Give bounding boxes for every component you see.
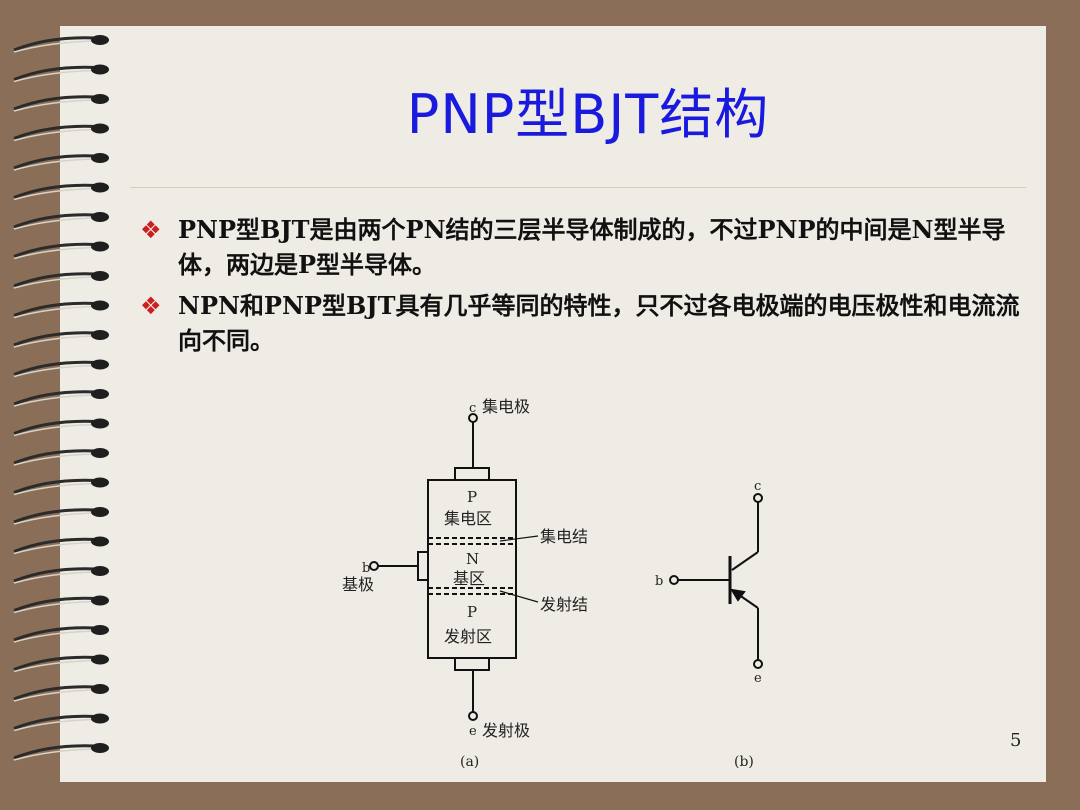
emitter-arrow-icon <box>730 588 746 602</box>
binding-ring-icon <box>13 654 109 673</box>
bullet-item: ❖ PNP型BJT是由两个PN结的三层半导体制成的，不过PNP的中间是N型半导体… <box>140 212 1040 282</box>
symbol-emitter-terminal-icon <box>753 659 763 669</box>
slide-paper <box>60 26 1046 782</box>
collector-junction-pointer <box>499 535 539 542</box>
figure-b-caption: (b) <box>734 754 754 770</box>
collector-label: 集电极 <box>482 397 530 416</box>
binding-ring-icon <box>13 35 109 53</box>
binding-ring-icon <box>13 684 109 702</box>
spiral-binding <box>13 35 109 761</box>
slide-title: PNP型BJT结构 <box>406 83 770 146</box>
bullet-text: NPN和PNP型BJT具有几乎等同的特性，只不过各电极端的电压极性和电流流向不同… <box>178 291 1020 355</box>
top-region-type: P <box>467 488 477 506</box>
binding-ring-icon <box>13 418 109 437</box>
middle-region-name: 基区 <box>453 569 485 588</box>
symbol-base-letter: b <box>655 574 663 589</box>
emitter-label: 发射极 <box>482 721 530 740</box>
bottom-region-type: P <box>467 603 477 621</box>
bottom-region-name: 发射区 <box>444 627 492 646</box>
base-label: 基极 <box>342 575 374 594</box>
binding-ring-icon <box>13 241 109 260</box>
collector-contact <box>454 467 490 481</box>
binding-ring-icon <box>13 566 109 584</box>
binding-ring-icon <box>13 300 109 319</box>
symbol-emitter-letter: e <box>754 671 762 686</box>
collector-terminal-letter: c <box>469 401 476 416</box>
binding-ring-icon <box>13 182 109 201</box>
title-divider <box>130 187 1026 188</box>
binding-ring-icon <box>13 64 109 83</box>
binding-ring-icon <box>13 359 109 378</box>
binding-ring-icon <box>13 94 109 112</box>
figure-a-caption: (a) <box>460 754 479 770</box>
binding-ring-icon <box>13 448 109 466</box>
symbol-collector-terminal-icon <box>753 493 763 503</box>
binding-ring-icon <box>13 625 109 643</box>
base-terminal-icon <box>369 561 379 571</box>
binding-ring-icon <box>13 477 109 496</box>
emitter-contact <box>454 657 490 671</box>
binding-ring-icon <box>13 389 109 407</box>
symbol-collector-letter: c <box>754 479 761 494</box>
binding-ring-icon <box>13 536 109 555</box>
emitter-junction-label: 发射结 <box>540 595 588 614</box>
base-terminal-letter: b <box>362 561 370 576</box>
figure-a-structure <box>369 413 539 721</box>
binding-ring-icon <box>13 153 109 171</box>
emitter-junction-pointer <box>499 590 539 603</box>
bullet-list: ❖ PNP型BJT是由两个PN结的三层半导体制成的，不过PNP的中间是N型半导体… <box>140 212 1040 364</box>
bjt-figure: c 集电极 P 集电区 集电结 b 基极 N 基区 发射结 P 发射区 e 发射… <box>342 397 763 770</box>
binding-ring-icon <box>13 123 109 142</box>
symbol-base-terminal-icon <box>669 575 679 585</box>
symbol-collector-line <box>731 551 759 571</box>
collector-junction-label: 集电结 <box>540 527 588 546</box>
pnp-symbol <box>669 493 763 669</box>
binding-ring-icon <box>13 330 109 348</box>
bullet-text: PNP型BJT是由两个PN结的三层半导体制成的，不过PNP的中间是N型半导体，两… <box>178 215 1006 279</box>
top-region-name: 集电区 <box>444 509 492 528</box>
middle-region-type: N <box>466 550 479 568</box>
binding-ring-icon <box>13 743 109 761</box>
page-number: 5 <box>1010 730 1022 751</box>
diamond-bullet-icon: ❖ <box>140 216 162 244</box>
bullet-item: ❖ NPN和PNP型BJT具有几乎等同的特性，只不过各电极端的电压极性和电流流向… <box>140 288 1040 358</box>
diamond-bullet-icon: ❖ <box>140 292 162 320</box>
binding-ring-icon <box>13 713 109 732</box>
binding-ring-icon <box>13 212 109 230</box>
binding-ring-icon <box>13 595 109 614</box>
binding-ring-icon <box>13 271 109 289</box>
binding-ring-icon <box>13 507 109 525</box>
base-contact <box>417 551 429 581</box>
collector-terminal-icon <box>468 413 478 423</box>
emitter-terminal-letter: e <box>469 724 477 739</box>
emitter-terminal-icon <box>468 711 478 721</box>
